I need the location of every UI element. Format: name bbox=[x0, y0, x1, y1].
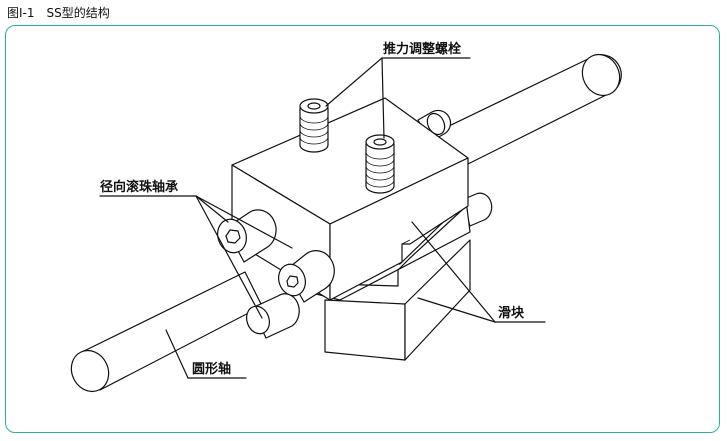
thrust-bolt-right bbox=[365, 134, 395, 194]
leader-lines bbox=[99, 57, 546, 379]
radial-bearing-lower bbox=[246, 293, 300, 339]
label-thrust-adjust-bolt: 推力调整螺栓 bbox=[383, 41, 461, 57]
thrust-bolt-left bbox=[299, 98, 329, 153]
label-slider: 滑块 bbox=[498, 305, 525, 321]
radial-bearing-middle bbox=[278, 250, 335, 303]
label-round-shaft: 圆形轴 bbox=[192, 361, 231, 377]
round-shaft-back bbox=[419, 53, 622, 179]
figure-frame bbox=[5, 25, 720, 433]
figure-title: 图I-1 SS型的结构 bbox=[7, 6, 110, 20]
label-radial-ball-bearing: 径向滚珠轴承 bbox=[100, 179, 178, 195]
radial-bearing-upper bbox=[217, 209, 277, 263]
round-shaft-front bbox=[70, 271, 263, 393]
